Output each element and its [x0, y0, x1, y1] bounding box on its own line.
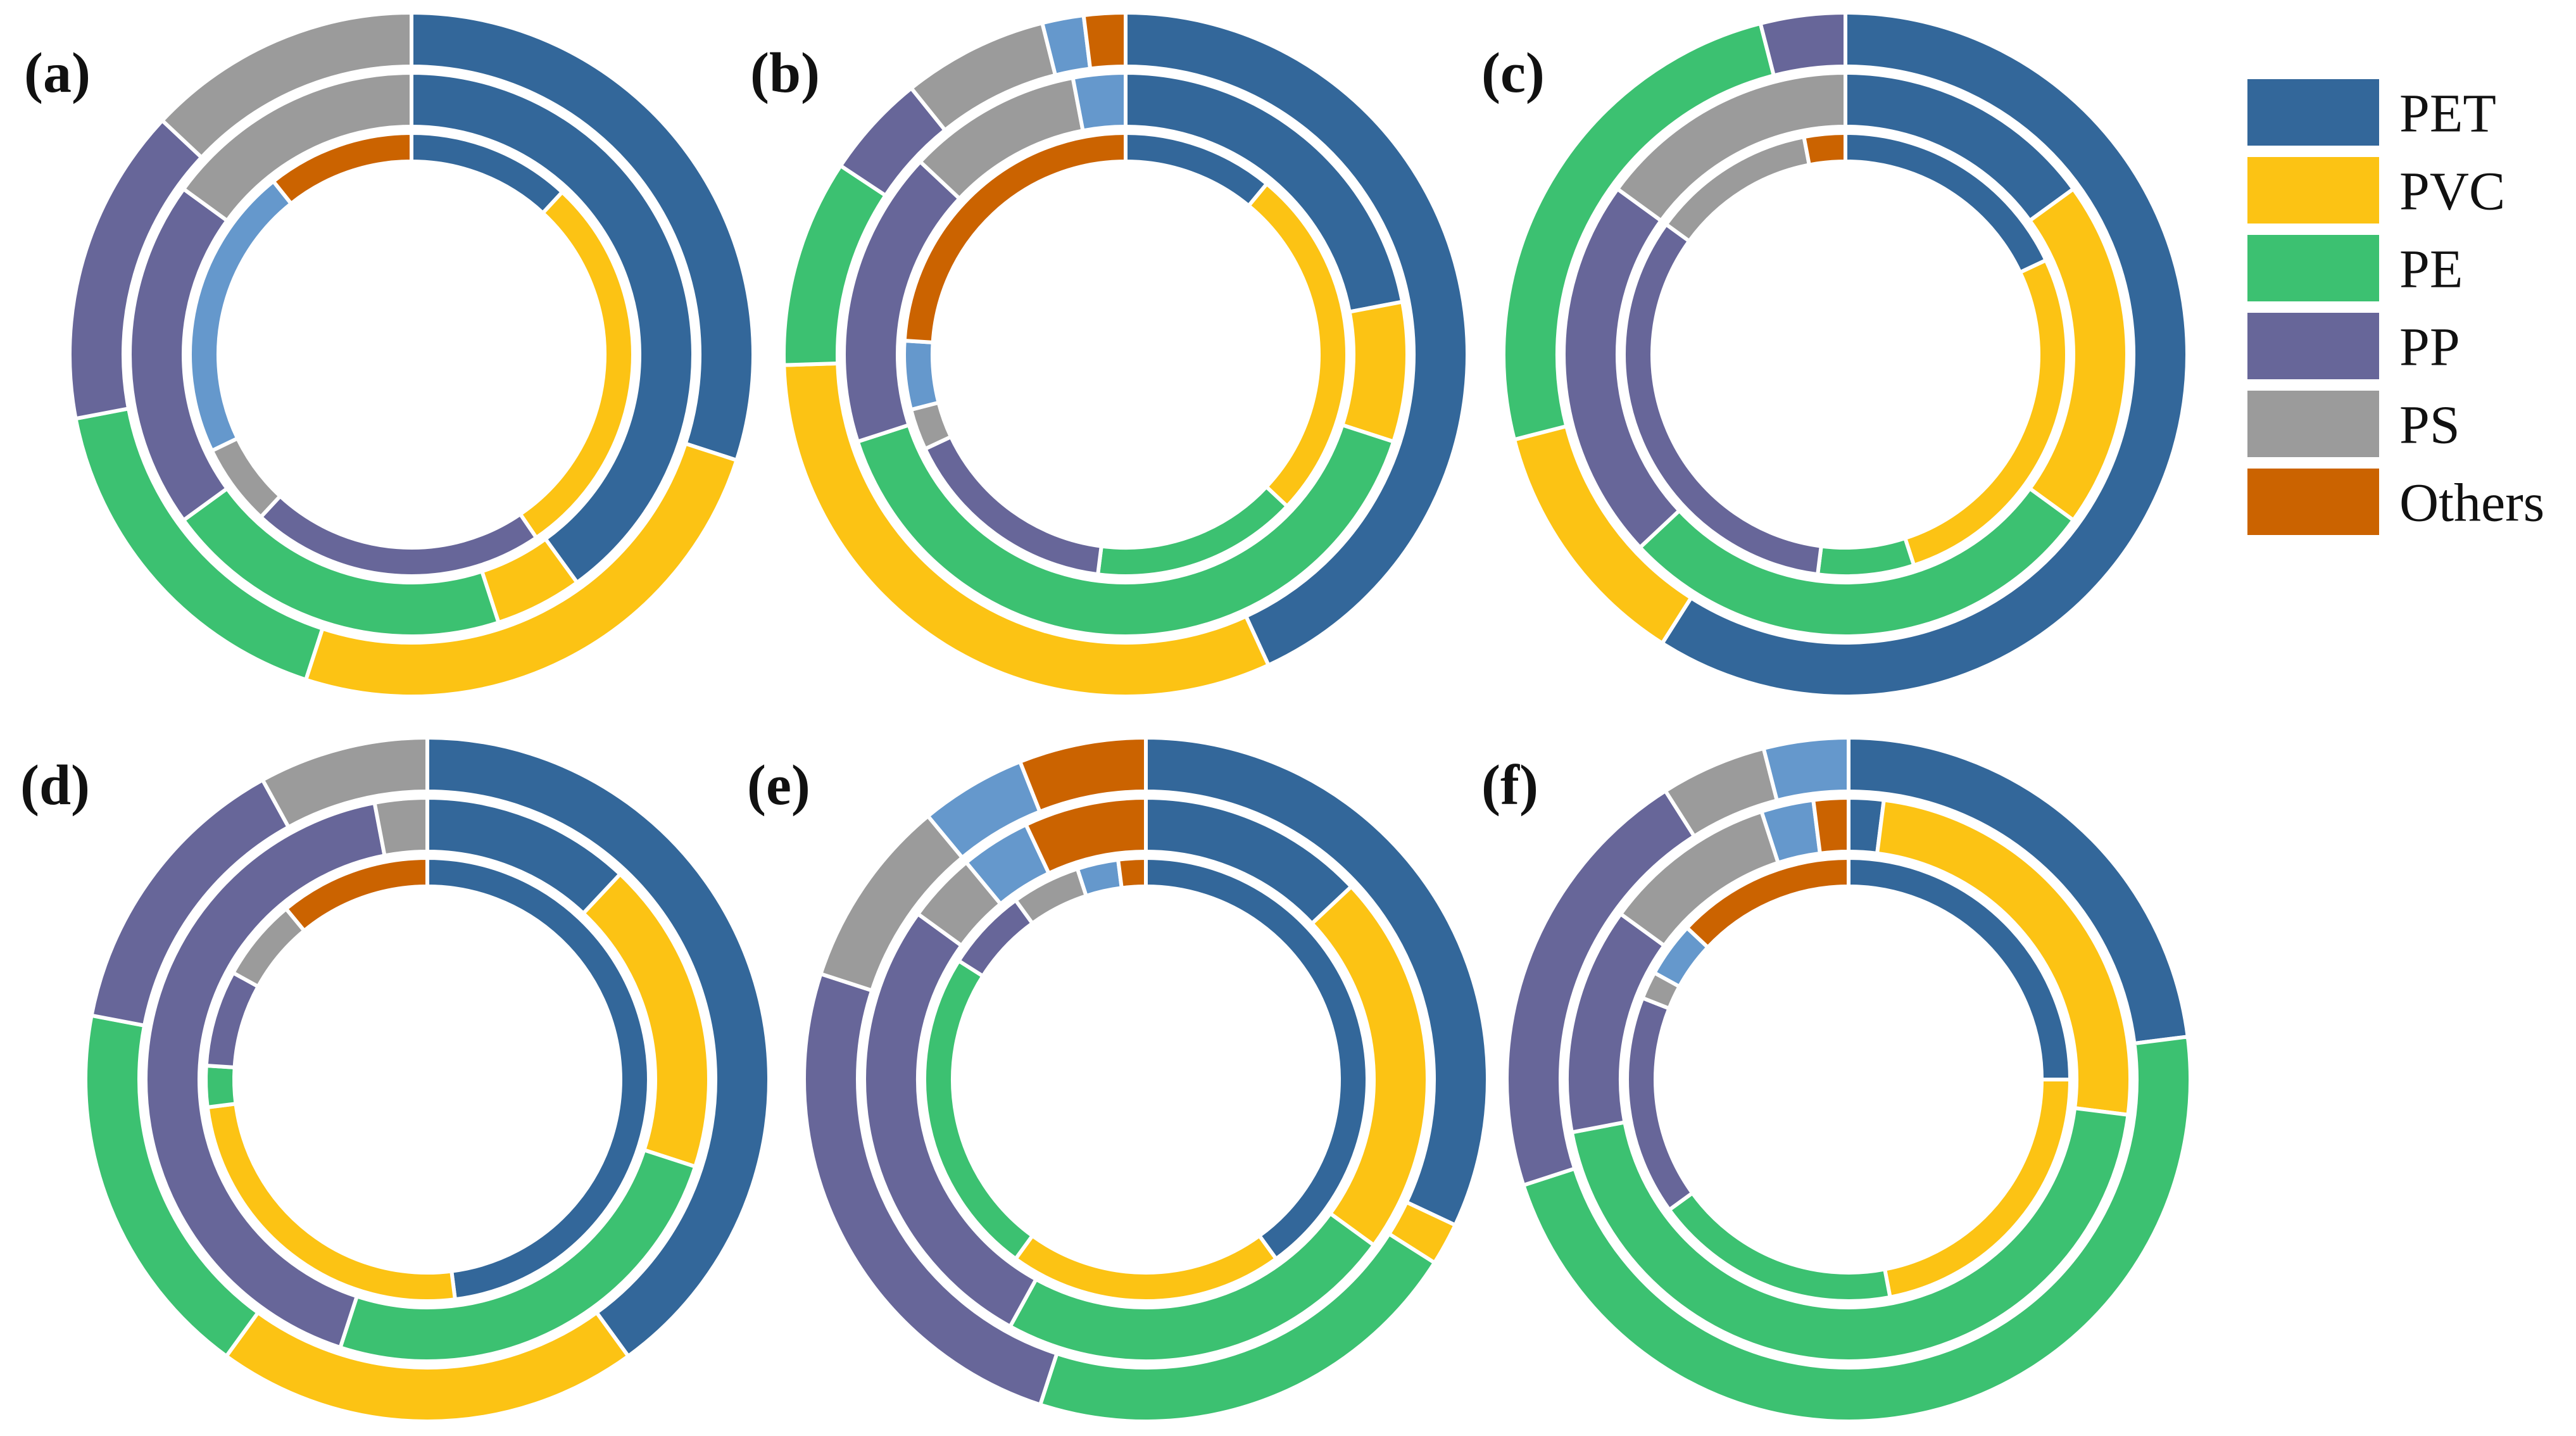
panel-label-f: (f) — [1481, 754, 1538, 817]
legend-swatch-pet — [2247, 79, 2379, 146]
segment-d-middle-pp — [144, 800, 387, 1351]
panel-label-c: (c) — [1481, 42, 1545, 104]
segment-c-middle-ps — [1614, 70, 1847, 224]
panel-label-e: (e) — [747, 754, 810, 817]
segment-d-outer-pet — [425, 735, 771, 1359]
legend-swatch-others — [2247, 469, 2379, 535]
panel-label-a: (a) — [24, 42, 91, 104]
segment-d-outer-ps — [260, 735, 429, 830]
donut-panel-d: (d) — [20, 735, 771, 1423]
segment-a-middle-pet — [410, 70, 695, 586]
segment-c-inner-others — [1801, 130, 1847, 167]
segment-b-middle-pvc — [1340, 299, 1409, 444]
segment-e-inner-others — [1115, 855, 1148, 890]
legend-swatch-pe — [2247, 235, 2379, 301]
panel-label-b: (b) — [750, 42, 820, 104]
segment-b-inner-others — [902, 130, 1128, 345]
segment-e-outer-pet — [1144, 735, 1490, 1228]
segment-b-outer-pet — [1124, 10, 1469, 668]
panels: (a) (b) (c) (d) (e) (f) — [20, 10, 2192, 1423]
legend: PET PVC PE PP PS Others — [2247, 79, 2544, 535]
segment-a-outer-ps — [160, 10, 413, 160]
legend-swatch-pp — [2247, 313, 2379, 379]
segment-b-middle-pe — [855, 422, 1397, 638]
segment-e-outer-others — [1017, 735, 1148, 814]
legend-swatch-pvc — [2247, 157, 2379, 224]
segment-c-outer-pp — [1758, 10, 1847, 78]
legend-label-pp: PP — [2399, 317, 2460, 377]
segment-f-middle-others — [1811, 795, 1850, 856]
legend-label-pe: PE — [2399, 239, 2463, 299]
segment-a-inner-others — [270, 130, 413, 206]
segment-a-middle-ps — [180, 70, 413, 224]
segment-d-middle-ps — [372, 795, 429, 858]
segment-d-inner-others — [283, 855, 429, 934]
segment-d-inner-pe — [204, 1063, 238, 1110]
segment-b-outer-others — [1081, 10, 1128, 71]
segment-f-outer-pe — [1521, 1034, 2192, 1423]
legend-swatch-ps — [2247, 391, 2379, 457]
donut-panel-e: (e) — [747, 735, 1490, 1423]
legend-label-ps: PS — [2399, 394, 2460, 455]
donut-panel-b: (b) — [750, 10, 1469, 698]
segment-c-outer-pet — [1659, 10, 2189, 698]
segment-f-inner-others — [1684, 855, 1850, 950]
legend-label-pet: PET — [2399, 83, 2496, 144]
segment-e-inner-unlabeled — [1075, 857, 1124, 898]
legend-label-pvc: PVC — [2399, 161, 2505, 222]
segment-f-middle-pe — [1569, 1105, 2130, 1363]
donut-panel-a: (a) — [24, 10, 755, 698]
segment-e-middle-others — [1023, 795, 1148, 876]
segment-b-middle-unlabeled — [1071, 70, 1128, 133]
legend-label-others: Others — [2399, 472, 2544, 533]
segment-f-outer-unlabeled — [1761, 735, 1850, 803]
segment-b-inner-unlabeled — [902, 338, 941, 412]
donut-panel-c: (c) — [1481, 10, 2189, 698]
donut-panel-f: (f) — [1481, 735, 2192, 1423]
panel-label-d: (d) — [20, 754, 90, 817]
